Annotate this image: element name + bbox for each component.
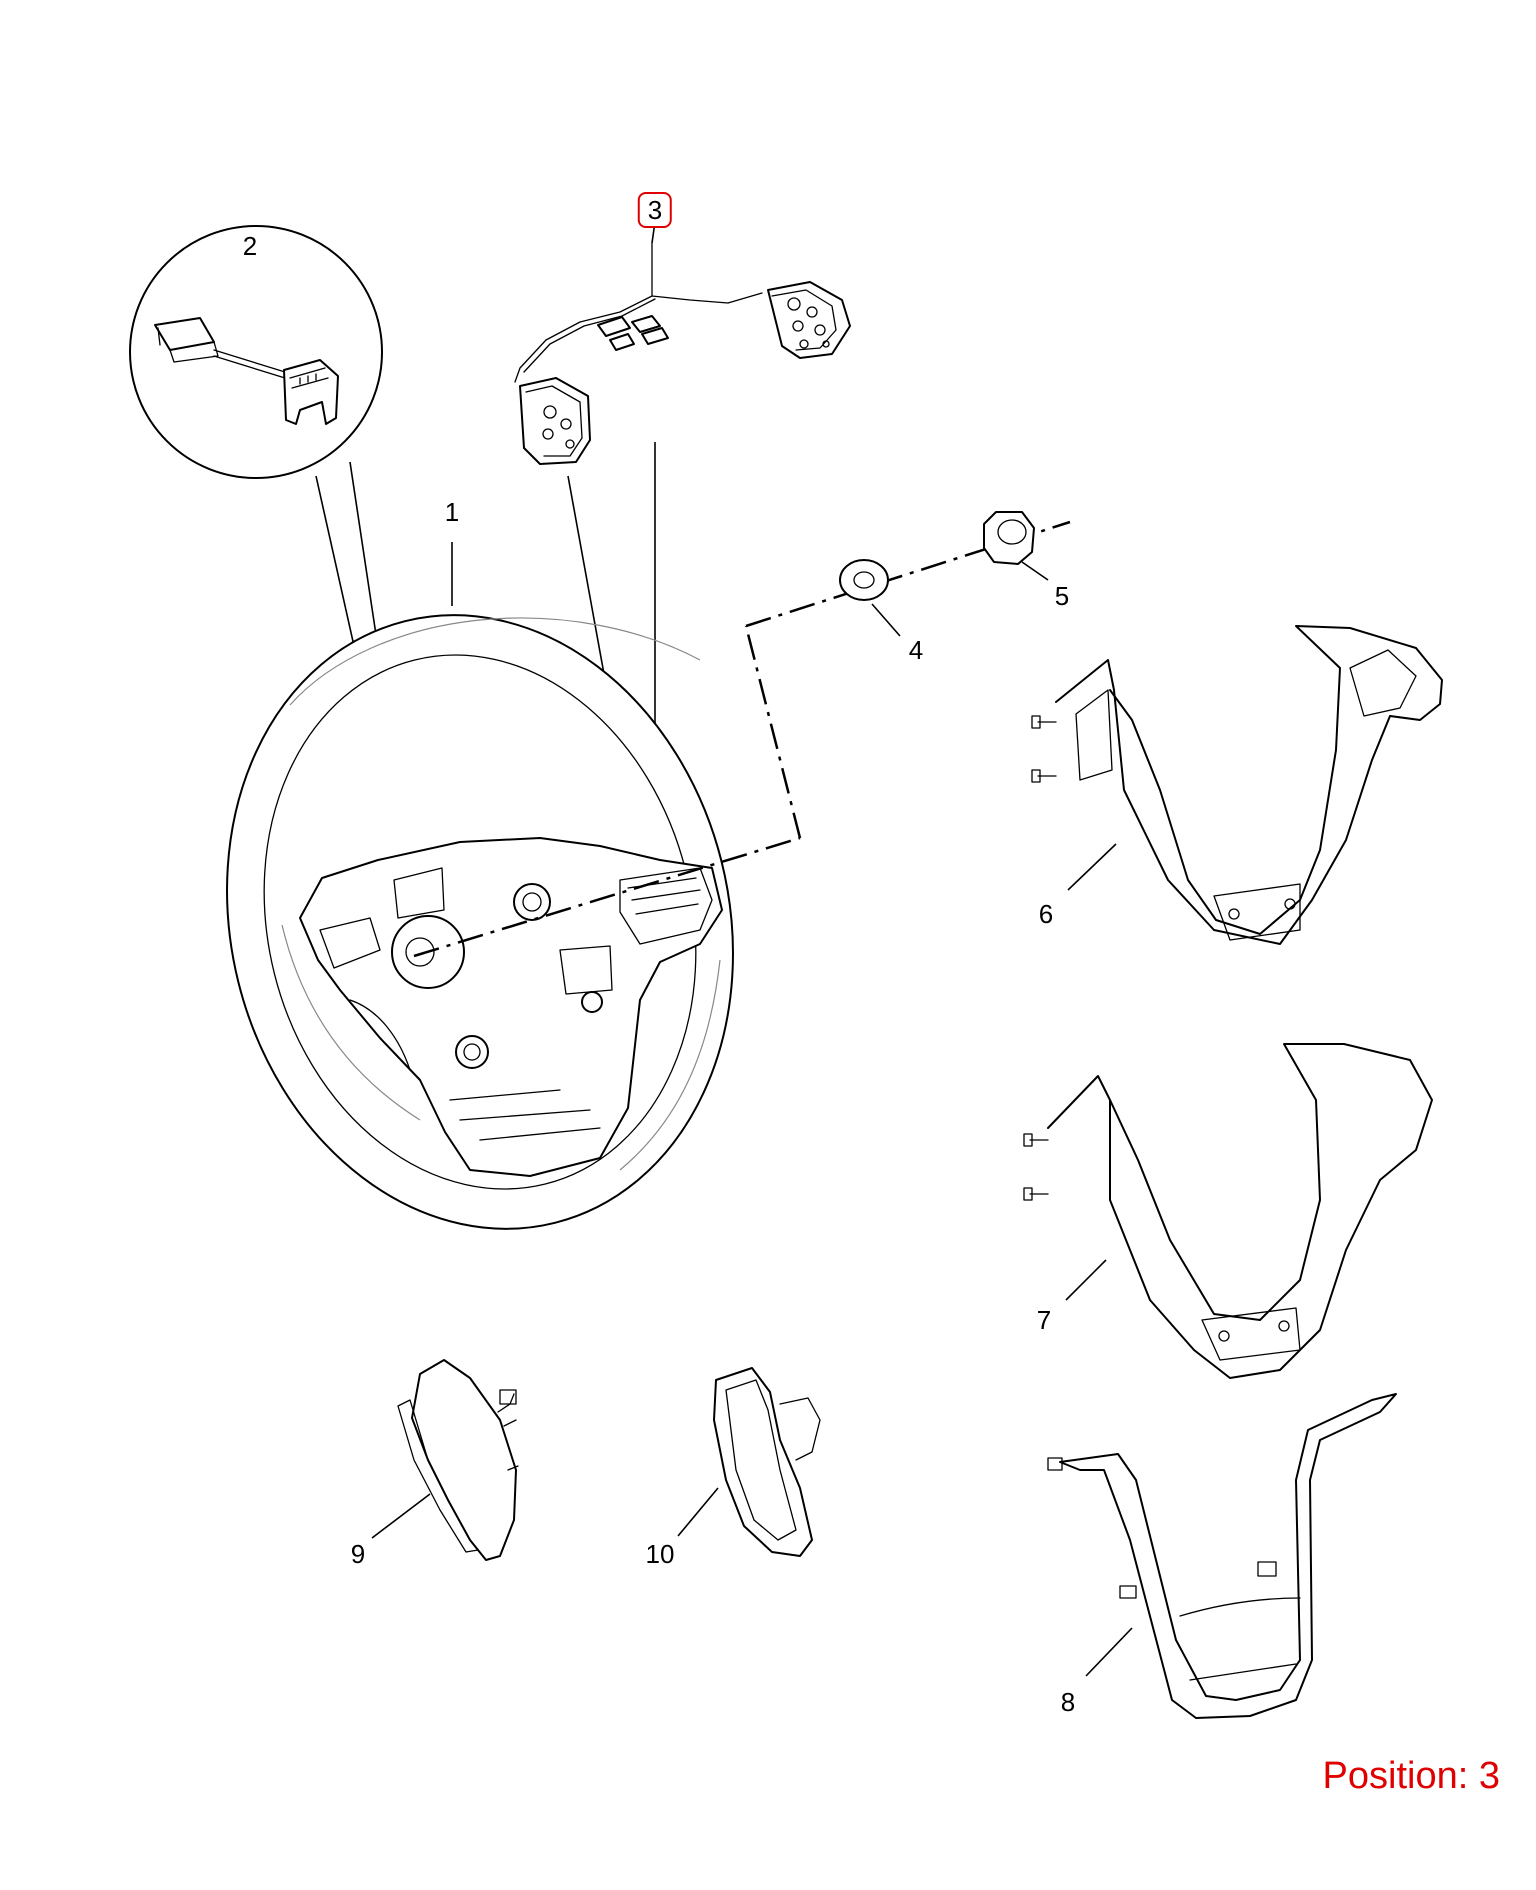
part-5-nut xyxy=(983,511,1049,581)
callout-5[interactable]: 5 xyxy=(1051,583,1073,609)
part-7-trim-bezel xyxy=(1023,1043,1433,1379)
part-6-trim-bezel xyxy=(1031,625,1443,945)
callout-6[interactable]: 6 xyxy=(1035,901,1057,927)
callout-3-selected[interactable]: 3 xyxy=(637,192,673,228)
part-4-washer xyxy=(839,559,901,637)
callout-2[interactable]: 2 xyxy=(239,233,261,259)
callout-8[interactable]: 8 xyxy=(1057,1689,1079,1715)
part-10-switch-cover xyxy=(677,1367,821,1557)
position-indicator: Position: 3 xyxy=(1322,1755,1500,1797)
callout-7[interactable]: 7 xyxy=(1033,1307,1055,1333)
part-1-steering-wheel xyxy=(226,614,734,1230)
part-9-side-cover xyxy=(371,1359,519,1561)
callout-10[interactable]: 10 xyxy=(642,1541,678,1567)
callout-1[interactable]: 1 xyxy=(441,499,463,525)
detail-circle-part-2 xyxy=(129,225,413,875)
part-8-lower-trim xyxy=(1047,1393,1397,1719)
callout-9[interactable]: 9 xyxy=(347,1541,369,1567)
callout-4[interactable]: 4 xyxy=(905,637,927,663)
